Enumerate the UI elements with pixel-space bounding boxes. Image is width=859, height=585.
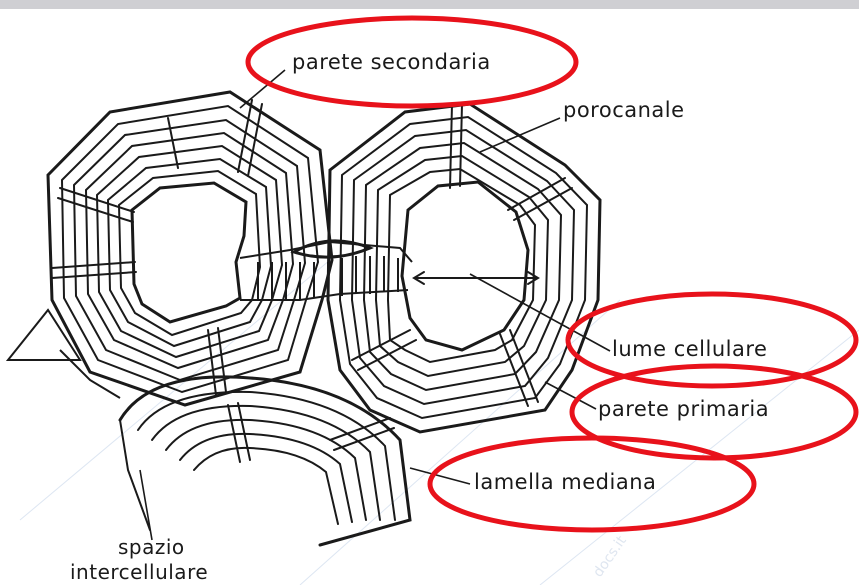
label-intercellulare: intercellulare: [70, 560, 208, 584]
bottom-cell: [120, 377, 410, 545]
right-cell: [328, 104, 600, 432]
left-cell: [48, 92, 332, 405]
label-porocanale: porocanale: [563, 98, 685, 122]
label-spazio: spazio: [118, 535, 185, 559]
highlight-ellipses: [248, 18, 856, 530]
label-parete-primaria: parete primaria: [598, 397, 769, 421]
label-parete-secondaria: parete secondaria: [292, 50, 491, 74]
label-lume-cellulare: lume cellulare: [612, 337, 767, 361]
pit-connection: [240, 241, 412, 300]
label-lamella-mediana: lamella mediana: [474, 470, 656, 494]
